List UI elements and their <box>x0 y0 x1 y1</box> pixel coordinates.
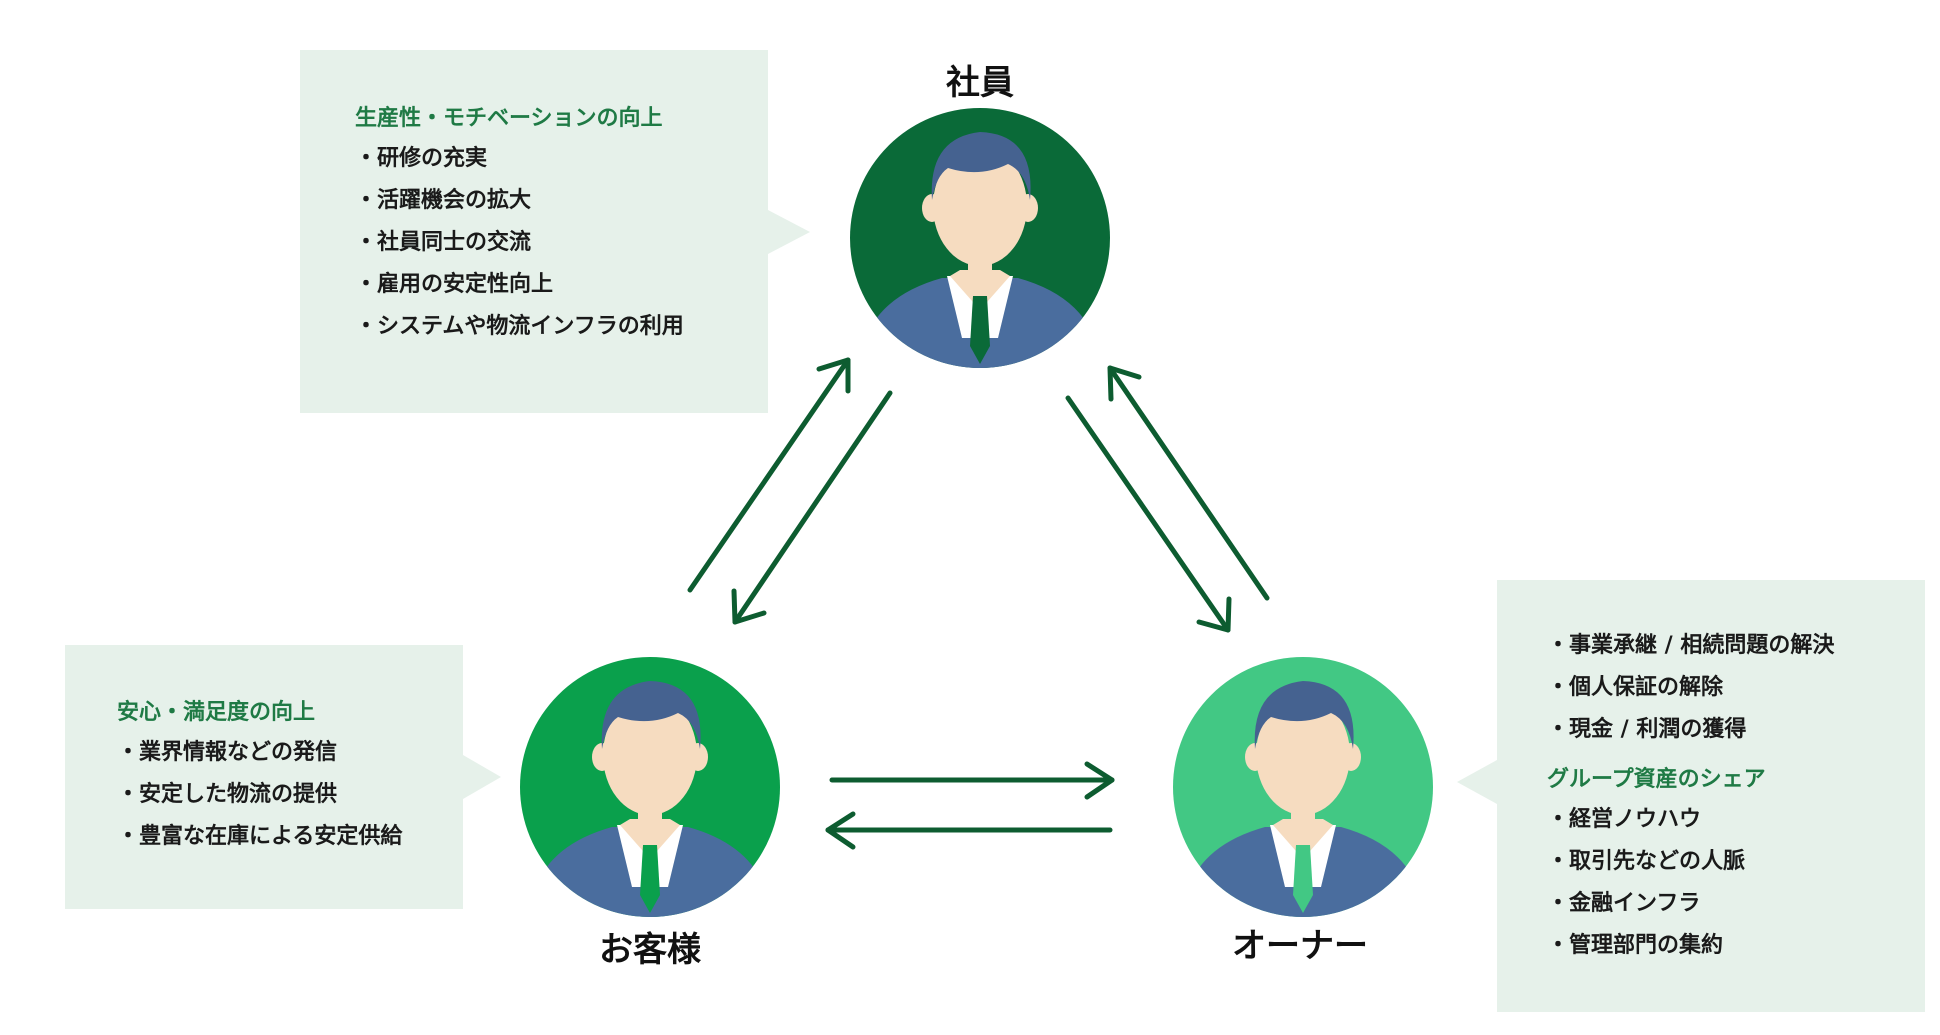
list-item: 研修の充実 <box>355 148 768 170</box>
employee-benefits-list: 研修の充実 活躍機会の拡大 社員同士の交流 雇用の安定性向上 システムや物流イン… <box>355 148 768 338</box>
list-item: 経営ノウハウ <box>1547 809 1925 831</box>
list-item: 業界情報などの発信 <box>117 742 463 764</box>
owner-avatar-icon <box>1173 657 1433 917</box>
list-item: 金融インフラ <box>1547 893 1925 915</box>
arrow-owner-to-customer <box>825 811 1113 850</box>
list-item: 雇用の安定性向上 <box>355 274 768 296</box>
owner-benefits-heading: グループ資産のシェア <box>1547 767 1766 792</box>
customer-benefits-box: 安心・満足度の向上 業界情報などの発信 安定した物流の提供 豊富な在庫による安定… <box>65 645 463 909</box>
owner-box-pointer <box>1457 760 1497 804</box>
list-item: 事業承継 / 相続問題の解決 <box>1547 635 1925 657</box>
employee-box-pointer <box>768 210 810 254</box>
customer-avatar-icon <box>520 657 780 917</box>
arrow-customer-to-owner <box>829 761 1115 800</box>
arrow-owner-to-employee <box>1107 365 1270 601</box>
list-item: 管理部門の集約 <box>1547 935 1925 957</box>
owner-benefits-list-2: 経営ノウハウ 取引先などの人脈 金融インフラ 管理部門の集約 <box>1547 809 1925 957</box>
arrow-customer-to-employee <box>687 357 851 593</box>
employee-benefits-heading: 生産性・モチベーションの向上 <box>355 106 663 131</box>
employee-label: 社員 <box>946 63 1014 103</box>
list-item: 豊富な在庫による安定供給 <box>117 826 463 848</box>
customer-benefits-list: 業界情報などの発信 安定した物流の提供 豊富な在庫による安定供給 <box>117 742 463 848</box>
customer-box-pointer <box>463 755 501 799</box>
list-item: 社員同士の交流 <box>355 232 768 254</box>
employee-benefits-box: 生産性・モチベーションの向上 研修の充実 活躍機会の拡大 社員同士の交流 雇用の… <box>300 50 768 413</box>
list-item: 活躍機会の拡大 <box>355 190 768 212</box>
list-item: 安定した物流の提供 <box>117 784 463 806</box>
list-item: 現金 / 利潤の獲得 <box>1547 719 1925 741</box>
customer-benefits-heading: 安心・満足度の向上 <box>117 700 316 725</box>
list-item: 個人保証の解除 <box>1547 677 1925 699</box>
arrow-employee-to-customer <box>731 390 893 625</box>
customer-label: お客様 <box>599 930 701 970</box>
owner-benefits-box: 事業承継 / 相続問題の解決 個人保証の解除 現金 / 利潤の獲得 グループ資産… <box>1497 580 1925 1012</box>
list-item: システムや物流インフラの利用 <box>355 316 768 338</box>
owner-label: オーナー <box>1232 926 1368 966</box>
owner-benefits-list: 事業承継 / 相続問題の解決 個人保証の解除 現金 / 利潤の獲得 <box>1547 635 1925 741</box>
employee-avatar-icon <box>850 108 1110 368</box>
list-item: 取引先などの人脈 <box>1547 851 1925 873</box>
arrow-employee-to-owner <box>1065 395 1232 633</box>
